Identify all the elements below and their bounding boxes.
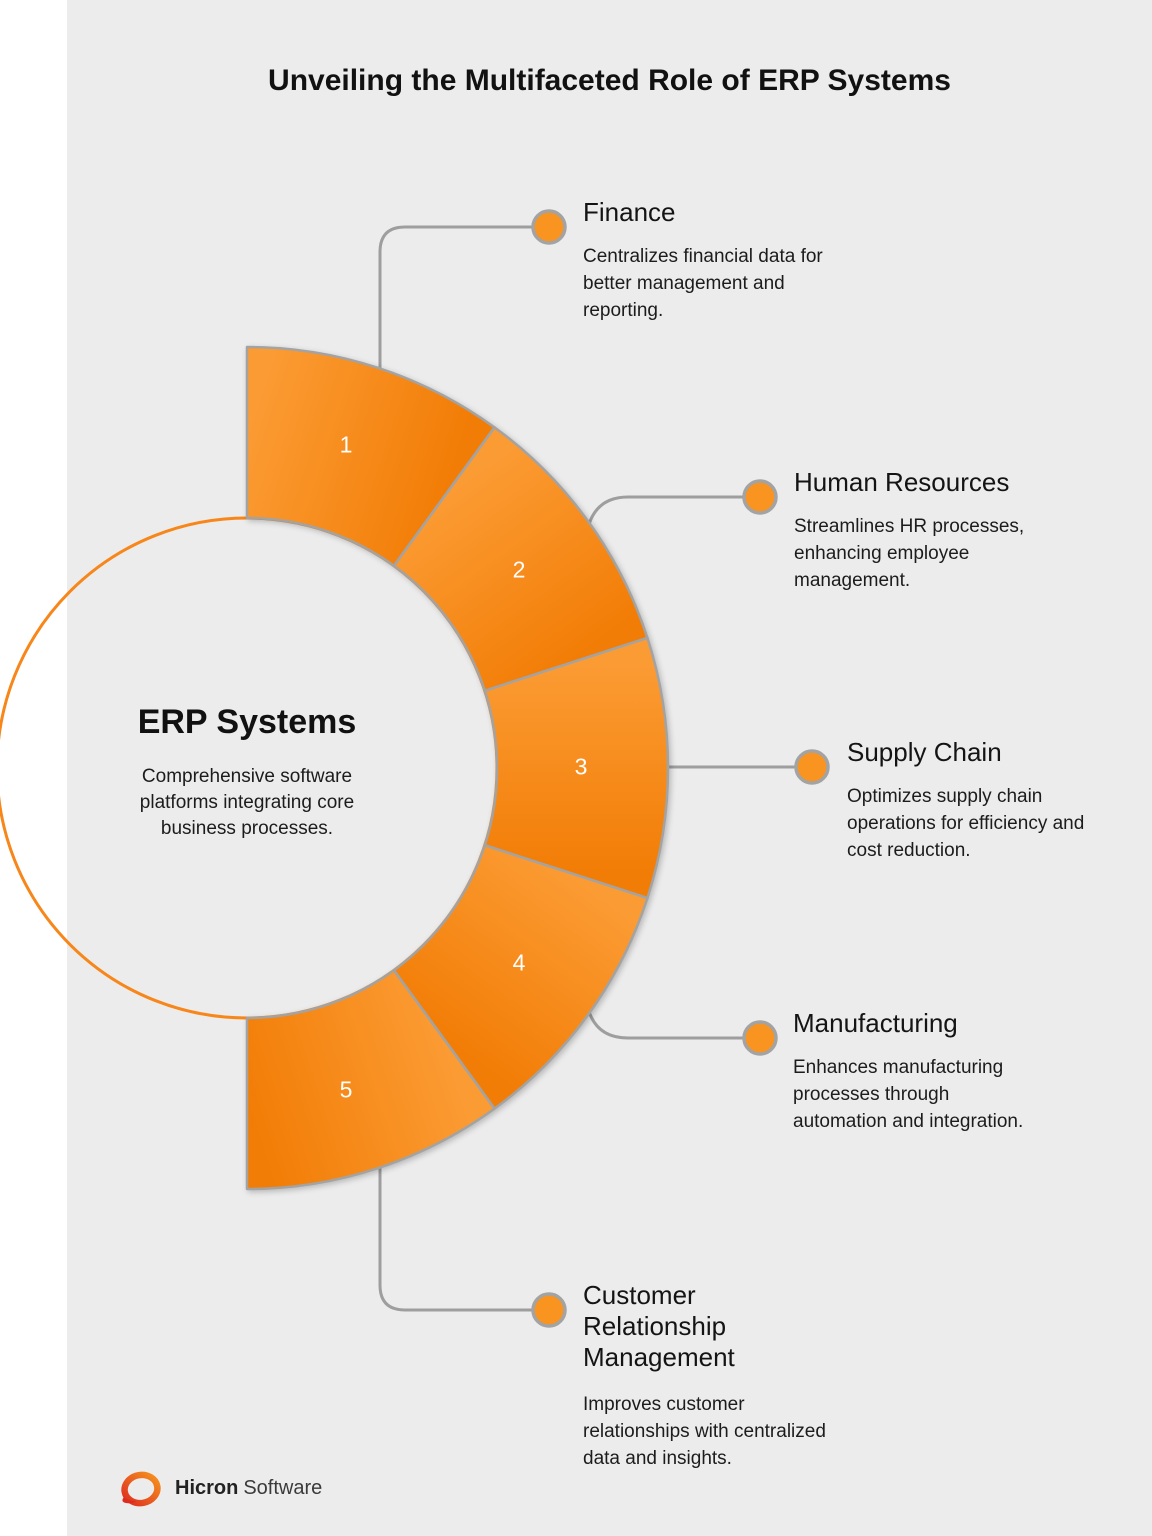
callout-human-resources: Human Resources Streamlines HR processes…: [794, 467, 1094, 594]
callout-finance: Finance Centralizes financial data for b…: [583, 197, 883, 324]
erp-center-label: ERP Systems Comprehensive software platf…: [97, 703, 397, 842]
node-dot-finance: [531, 209, 567, 245]
callout-description: Streamlines HR processes, enhancing empl…: [794, 516, 1025, 591]
callout-title: Supply Chain: [847, 737, 1002, 767]
callout-title: Human Resources: [794, 467, 1010, 497]
node-dot-supply-chain: [794, 749, 830, 785]
hicron-logo-icon: [121, 1471, 161, 1507]
callout-title: Customer Relationship Management: [583, 1280, 735, 1372]
segment-5-crm: [245, 968, 496, 1191]
connector-line-human-resources: [585, 495, 762, 534]
callout-description: Centralizes financial data for better ma…: [583, 246, 823, 321]
node-dot-crm: [531, 1292, 567, 1328]
segment-number-2: 2: [512, 556, 526, 583]
erp-title: ERP Systems: [137, 703, 357, 741]
connector-line-finance: [378, 225, 551, 374]
callout-manufacturing: Manufacturing Enhances manufacturing pro…: [793, 1008, 1093, 1135]
connector-line-manufacturing: [585, 1002, 762, 1040]
node-dot-manufacturing: [742, 1020, 778, 1056]
page-title: Unveiling the Multifaceted Role of ERP S…: [268, 64, 951, 97]
node-dot-human-resources: [742, 479, 778, 515]
segment-number-5: 5: [339, 1076, 353, 1103]
callout-description: Optimizes supply chain operations for ef…: [847, 786, 1085, 861]
callout-title: Finance: [583, 197, 676, 227]
brand-name-regular: Software: [243, 1477, 323, 1499]
callout-description: Improves customer relationships with cen…: [583, 1394, 826, 1469]
node-dots: [531, 209, 830, 1328]
callout-title: Manufacturing: [793, 1008, 958, 1038]
segment-number-3: 3: [574, 753, 588, 780]
callout-crm: Customer Relationship Management Improve…: [583, 1280, 883, 1472]
donut-segments: [245, 345, 670, 1191]
callout-supply-chain: Supply Chain Optimizes supply chain oper…: [847, 737, 1147, 864]
connector-line-crm: [378, 1162, 551, 1312]
segment-number-1: 1: [339, 431, 353, 458]
erp-description: Comprehensive software platforms integra…: [139, 766, 355, 839]
brand-name-bold: Hicron: [175, 1477, 239, 1499]
callout-description: Enhances manufacturing processes through…: [793, 1057, 1024, 1132]
segment-number-4: 4: [512, 949, 526, 976]
